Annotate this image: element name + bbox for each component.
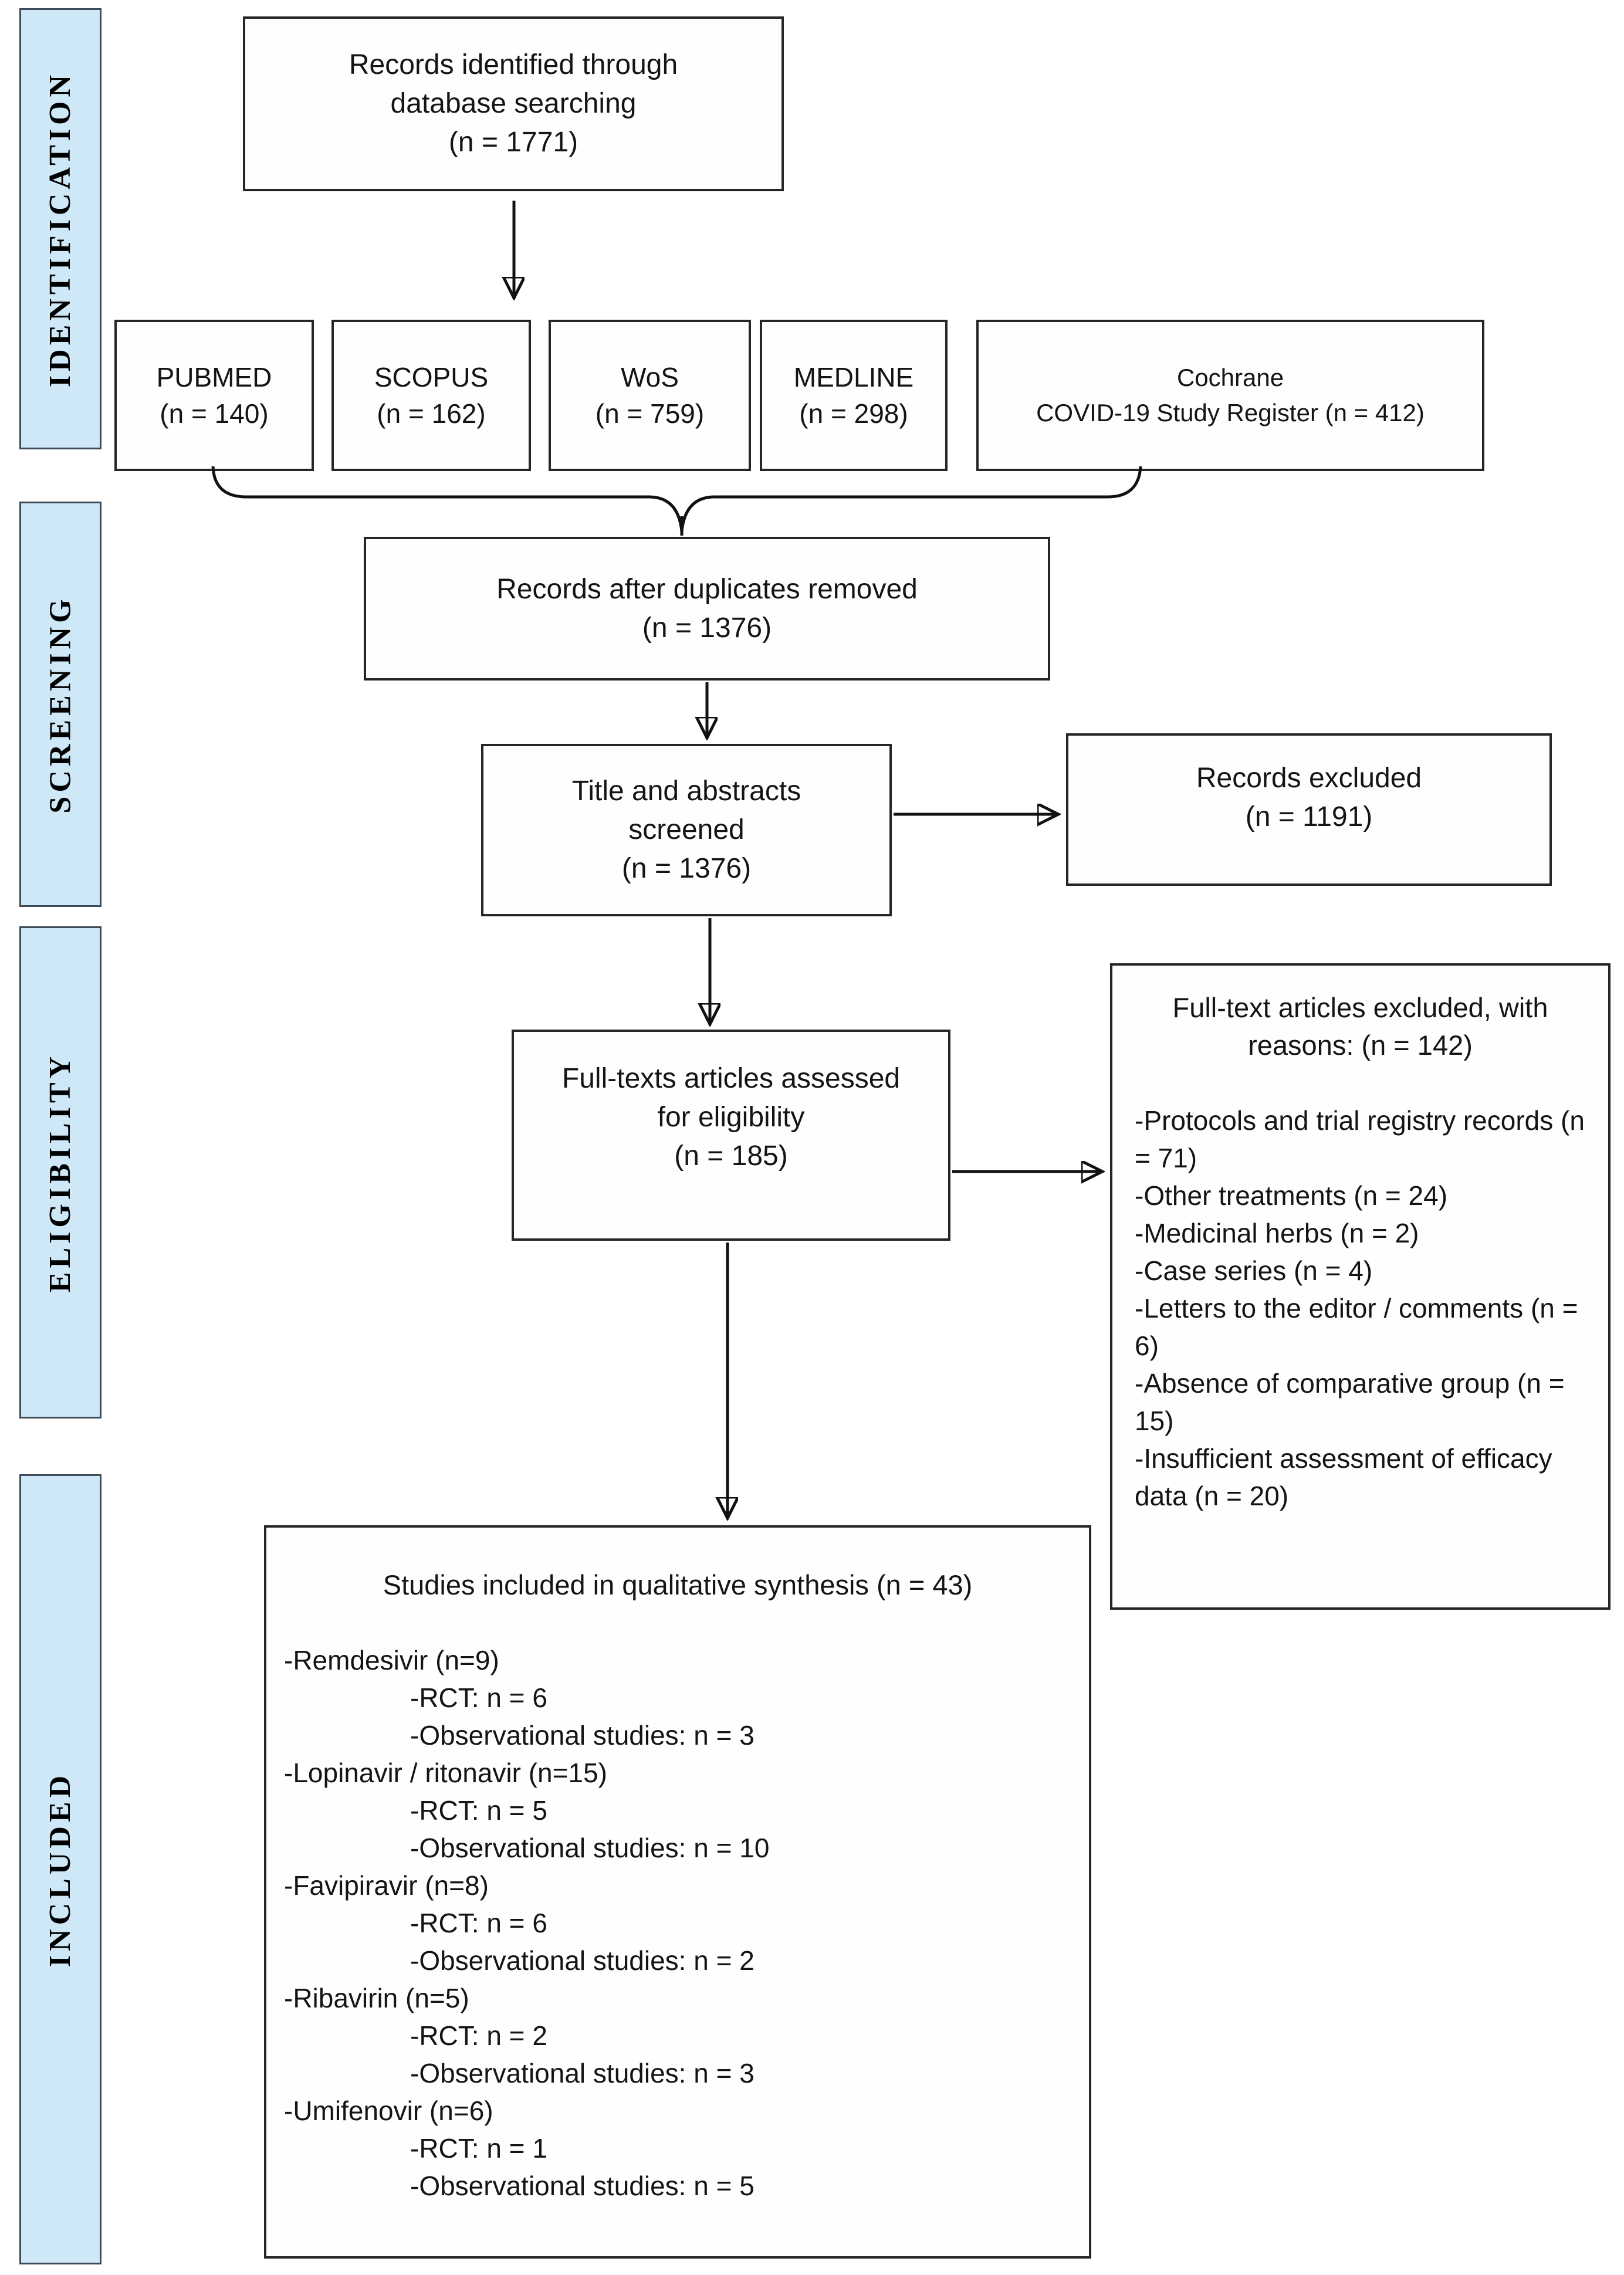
stage-label: ELIGIBILITY: [43, 1052, 77, 1293]
database-box-cochrane: Cochrane COVID-19 Study Register (n = 41…: [976, 320, 1484, 471]
excluded-reason: -Medicinal herbs (n = 2): [1135, 1218, 1419, 1248]
box-line: COVID-19 Study Register (n = 412): [1036, 399, 1425, 426]
excluded-reason: -Absence of comparative group (n = 15): [1135, 1368, 1565, 1436]
included-studies-box: Studies included in qualitative synthesi…: [264, 1525, 1091, 2259]
excluded-reasons-header: Full-text articles excluded, with reason…: [1172, 992, 1548, 1061]
stage-label: IDENTIFICATION: [43, 70, 77, 387]
box-line: (n = 1191): [1245, 801, 1373, 832]
included-item: -RCT: n = 5: [410, 1795, 547, 1826]
included-item: -Umifenovir (n=6): [284, 2095, 493, 2126]
stage-label: SCREENING: [43, 595, 77, 814]
stage-screening: SCREENING: [19, 502, 102, 907]
included-item: -Observational studies: n = 3: [410, 2058, 755, 2088]
database-box-pubmed: PUBMED (n = 140): [114, 320, 314, 471]
stage-eligibility: ELIGIBILITY: [19, 926, 102, 1419]
included-item: -Favipiravir (n=8): [284, 1870, 489, 1901]
box-line: (n = 759): [595, 398, 705, 429]
excluded-reason: -Insufficient assessment of efficacy dat…: [1135, 1443, 1552, 1511]
box-line: Records after duplicates removed: [496, 573, 918, 605]
included-item: -Ribavirin (n=5): [284, 1983, 469, 2013]
box-line: Cochrane: [1176, 364, 1284, 391]
included-item: -RCT: n = 6: [410, 1682, 547, 1713]
box-line: MEDLINE: [793, 362, 914, 392]
fulltext-assessed-box: Full-texts articles assessed for eligibi…: [512, 1030, 950, 1241]
stage-included: INCLUDED: [19, 1474, 102, 2264]
database-box-medline: MEDLINE (n = 298): [760, 320, 948, 471]
box-line: (n = 1771): [448, 127, 578, 158]
excluded-reason: -Protocols and trial registry records (n…: [1135, 1105, 1585, 1173]
spacer: [1135, 1064, 1586, 1102]
box-line: (n = 162): [377, 398, 486, 429]
included-item: -RCT: n = 1: [410, 2133, 547, 2164]
box-line: WoS: [621, 362, 679, 392]
box-line: database searching: [390, 88, 637, 119]
database-box-wos: WoS (n = 759): [549, 320, 751, 471]
included-item: -Remdesivir (n=9): [284, 1645, 499, 1675]
excluded-reason: -Letters to the editor / comments (n = 6…: [1135, 1293, 1578, 1361]
included-item: -Observational studies: n = 10: [410, 1833, 770, 1863]
spacer: [284, 1604, 1071, 1641]
box-line: (n = 1376): [642, 612, 772, 644]
box-line: (n = 298): [799, 398, 908, 429]
excluded-reason: -Case series (n = 4): [1135, 1255, 1373, 1286]
stage-label: INCLUDED: [43, 1771, 77, 1968]
box-line: Records identified through: [349, 49, 678, 80]
included-item: -Observational studies: n = 3: [410, 1720, 755, 1751]
duplicates-removed-box: Records after duplicates removed (n = 13…: [364, 537, 1050, 681]
box-line: PUBMED: [156, 362, 272, 392]
records-identified-box: Records identified through database sear…: [243, 16, 784, 191]
box-line: Full-texts articles assessed: [561, 1063, 901, 1094]
records-excluded-box: Records excluded (n = 1191): [1066, 733, 1552, 886]
box-line: SCOPUS: [374, 362, 489, 392]
included-item: -Observational studies: n = 2: [410, 1945, 755, 1976]
box-line: screened: [628, 814, 745, 845]
box-line: (n = 1376): [621, 853, 752, 884]
included-item: -Lopinavir / ritonavir (n=15): [284, 1758, 607, 1788]
included-item: -Observational studies: n = 5: [410, 2171, 755, 2201]
box-line: (n = 140): [160, 398, 269, 429]
included-item: -RCT: n = 6: [410, 1908, 547, 1938]
database-box-scopus: SCOPUS (n = 162): [331, 320, 531, 471]
excluded-reason: -Other treatments (n = 24): [1135, 1180, 1448, 1211]
included-title: Studies included in qualitative synthesi…: [383, 1569, 973, 1600]
box-line: (n = 185): [674, 1140, 788, 1172]
box-line: Records excluded: [1196, 763, 1422, 794]
box-line: Title and abstracts: [571, 776, 801, 807]
merge-brace: [211, 466, 1142, 532]
included-item: -RCT: n = 2: [410, 2020, 547, 2051]
box-line: for eligibility: [657, 1102, 805, 1133]
fulltext-excluded-box: Full-text articles excluded, with reason…: [1110, 963, 1611, 1610]
stage-identification: IDENTIFICATION: [19, 8, 102, 449]
title-abstract-screened-box: Title and abstracts screened (n = 1376): [481, 744, 892, 916]
